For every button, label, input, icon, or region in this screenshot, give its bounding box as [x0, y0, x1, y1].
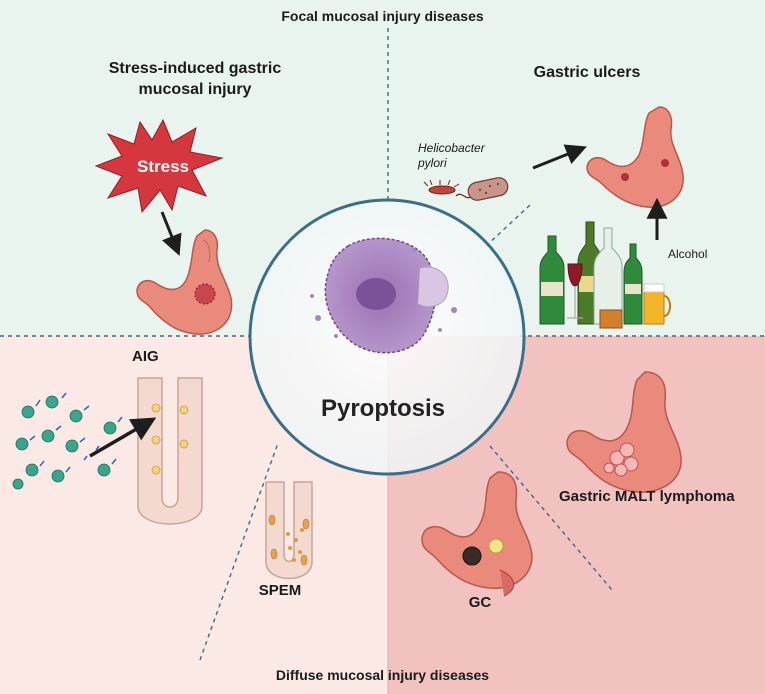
- pyroptotic-cell: [310, 237, 457, 354]
- helicobacter-small: [423, 179, 460, 195]
- spem-gland: [265, 481, 313, 580]
- top-title: Focal mucosal injury diseases: [281, 8, 484, 24]
- alcohol-label: Alcohol: [668, 247, 708, 261]
- gastric-ulcers-label: Gastric ulcers: [533, 64, 641, 81]
- stomach-malt: [566, 371, 682, 493]
- stress-arrow: [160, 211, 182, 256]
- stomach-stress: [136, 229, 233, 335]
- aig-gland: [137, 377, 203, 525]
- gc-label: GC: [468, 594, 492, 611]
- stress-injury-label: Stress-induced gastric mucosal injury: [108, 60, 282, 98]
- pylori-arrow: [532, 144, 587, 170]
- aig-label: AIG: [132, 348, 159, 365]
- helicobacter-pylori-label: Helicobacter pylori: [418, 141, 485, 170]
- dashed-dividers: [0, 28, 765, 661]
- pyroptosis-label: Pyroptosis: [320, 395, 446, 422]
- aig-arrow: [89, 417, 157, 458]
- stomach-gc: [421, 471, 533, 597]
- stress-starburst: [94, 118, 224, 214]
- bottom-title: Diffuse mucosal injury diseases: [275, 667, 490, 683]
- stress-starburst-label: Stress: [137, 157, 189, 176]
- helicobacter-large: [455, 177, 509, 201]
- alcohol-bottles: [539, 221, 671, 329]
- stomach-ulcer: [586, 106, 684, 208]
- aig-antibodies: [29, 392, 123, 473]
- spem-label: SPEM: [258, 582, 302, 599]
- malt-lymphoma-label: Gastric MALT lymphoma: [559, 488, 735, 505]
- aig-immune-cells: [12, 395, 117, 490]
